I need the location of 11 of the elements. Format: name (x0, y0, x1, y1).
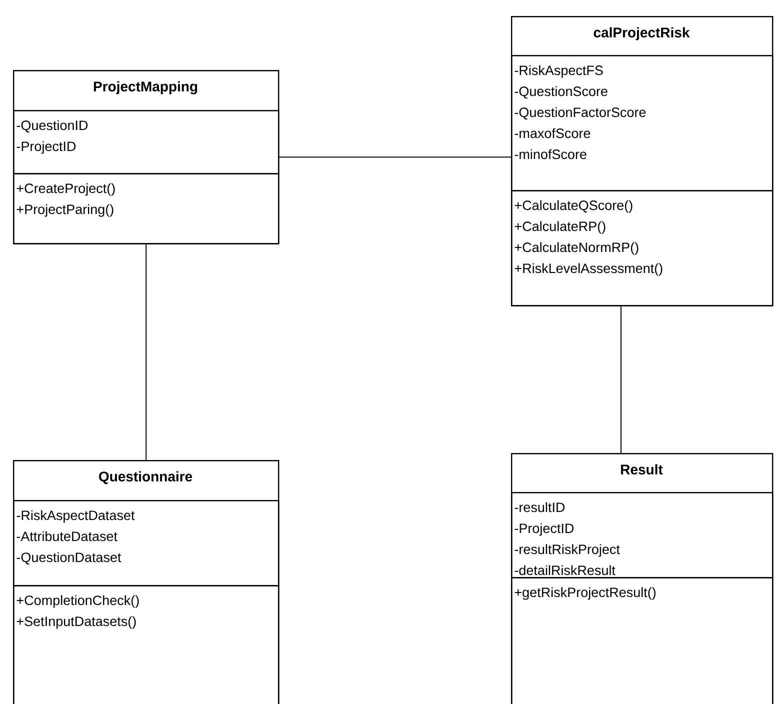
association-line (146, 244, 147, 460)
class-compartment: -RiskAspectDataset -AttributeDataset -QuestionDataset (13, 500, 280, 586)
class-compartment: -resultID -ProjectID -resultRiskProject -detailRiskResult (511, 492, 774, 578)
class-compartment: +getRiskProjectResult() (511, 577, 774, 704)
class-compartment: +CompletionCheck() +SetInputDatasets() (13, 585, 280, 704)
class-compartment: +CalculateQScore() +CalculateRP() +CalculateNormRP() +RiskLevelAssessment() (511, 190, 774, 306)
association-line (620, 306, 622, 454)
class-compartment: +CreateProject() +ProjectParing() (13, 173, 280, 244)
class-compartment: -QuestionID -ProjectID (13, 110, 280, 174)
association-line (278, 156, 512, 158)
class-compartment: -RiskAspectFS -QuestionScore -QuestionFactorScore -maxofScore -minofScore (511, 55, 774, 192)
